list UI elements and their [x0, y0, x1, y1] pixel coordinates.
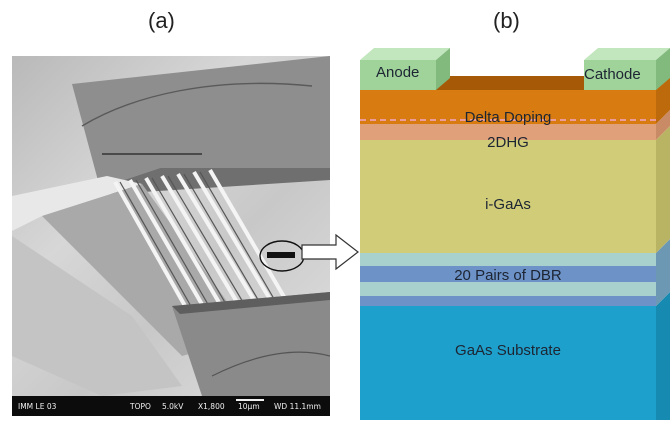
arrow-icon — [301, 233, 359, 271]
dbr-label: 20 Pairs of DBR — [454, 267, 562, 284]
sem-lab-id: IMM LE 03 — [18, 402, 57, 411]
delta-doping-label: Delta Doping — [464, 109, 552, 126]
layer-dbr-1 — [360, 253, 656, 266]
panel-label-b: (b) — [493, 8, 520, 33]
igaas-label: i-GaAs — [485, 196, 531, 213]
layer-structure: Anode Cathode Delta Doping 2DHG i-GaAs 2… — [360, 48, 672, 420]
substrate-label: GaAs Substrate — [455, 342, 561, 359]
cathode-label: Cathode — [584, 66, 641, 83]
marked-region-bar — [267, 252, 295, 258]
sem-working-distance: WD 11.1mm — [274, 402, 321, 411]
sem-scale-label: 10μm — [238, 402, 260, 411]
sem-scale-bar — [236, 399, 264, 401]
anode-label: Anode — [376, 64, 420, 81]
panel-label-a: (a) — [148, 8, 175, 33]
sem-voltage: 5.0kV — [162, 402, 184, 411]
sem-info-bar: IMM LE 03 TOPO 5.0kV X1,800 10μm WD 11.1… — [12, 396, 330, 416]
layer-delta-doping — [360, 90, 656, 124]
layer-dbr-3 — [360, 282, 656, 296]
layer-substrate — [360, 306, 656, 420]
layer-structure-drawing — [360, 48, 670, 420]
sem-image-drawing — [12, 56, 330, 396]
layer-igaas — [360, 140, 656, 253]
layer-dbr-4 — [360, 296, 656, 306]
sem-micrograph: IMM LE 03 TOPO 5.0kV X1,800 10μm WD 11.1… — [12, 56, 330, 416]
layer-dbr-2 — [360, 266, 656, 282]
cathode-contact — [584, 60, 656, 90]
sem-mode: TOPO — [130, 402, 151, 411]
layer-2dhg — [360, 124, 656, 140]
lower-pad — [172, 292, 330, 396]
anode-contact — [360, 60, 436, 90]
sem-magnification: X1,800 — [198, 402, 225, 411]
finger-electrodes — [113, 168, 296, 337]
twodhg-label: 2DHG — [487, 134, 529, 151]
